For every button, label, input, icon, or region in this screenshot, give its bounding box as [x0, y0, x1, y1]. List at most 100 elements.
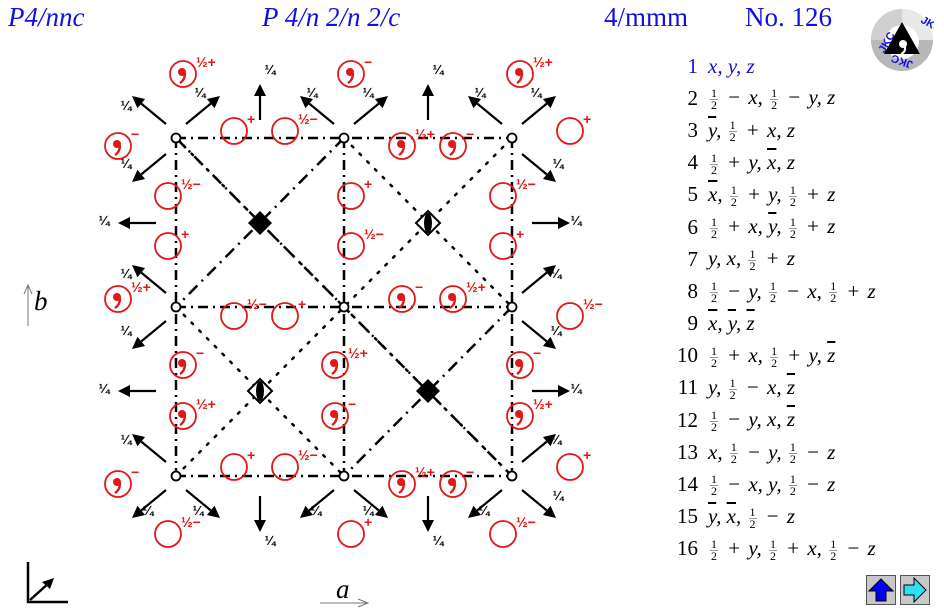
position-height-label: − — [348, 396, 356, 412]
position-height-label: + — [583, 111, 591, 127]
screw-arrow: ¼ — [121, 153, 167, 182]
jkc-logo-icon[interactable]: JKC JKC JKC — [870, 8, 934, 72]
height-label: ¼ — [121, 432, 133, 447]
position-height-label: ½− — [181, 514, 201, 530]
screw-arrow: ¼ — [521, 488, 565, 518]
operation-number: 1 — [687, 53, 699, 78]
operation-number: 14 — [677, 472, 698, 497]
position-height-label: ½− — [298, 111, 318, 127]
axis-a-label: a — [336, 574, 350, 604]
screw-arrow: ¼ — [521, 153, 565, 182]
fourfold-axis-filled-icon — [416, 379, 440, 403]
general-position-marker: + — [556, 111, 591, 145]
inversion-center-icon — [338, 301, 350, 313]
screw-arrow: ¼ — [121, 432, 167, 463]
hermann-mauguin-short-symbol: P4/nnc — [8, 2, 85, 33]
position-height-label: + — [298, 296, 306, 312]
fourfold-axes — [246, 209, 442, 405]
height-label: ¼ — [571, 213, 583, 228]
general-position-marker: − — [439, 464, 474, 498]
screw-arrow: ¼ — [521, 432, 563, 463]
axis-b-label: b — [34, 286, 48, 316]
height-label: ¼ — [121, 156, 133, 171]
position-height-label: ½− — [298, 447, 318, 463]
fourfold-axis-filled-icon — [248, 211, 272, 235]
position-height-label: ½+ — [533, 396, 553, 412]
operation-number: 13 — [677, 439, 698, 464]
inversion-center-icon — [506, 470, 518, 482]
fourfold-rotoinversion-icon — [246, 377, 274, 405]
lattice-letter: P — [8, 2, 25, 32]
navigation-buttons — [866, 575, 930, 605]
position-height-label: − — [131, 464, 139, 480]
position-height-label: + — [583, 447, 591, 463]
next-button[interactable] — [900, 575, 930, 605]
inversion-center-icon — [170, 132, 182, 144]
general-position-marker: − — [439, 126, 474, 160]
operation-coordinates: x, y, z — [708, 53, 755, 78]
position-height-label: − — [364, 54, 372, 70]
screw-arrow: ¼ — [121, 96, 167, 125]
screw-arrow: ¼ — [99, 213, 156, 229]
position-height-label: − — [466, 464, 474, 480]
general-position-marker: + — [556, 447, 591, 481]
fourfold-rotoinversion-icon — [414, 209, 442, 237]
general-position-marker: ½+ — [388, 126, 435, 160]
height-label: ¼ — [121, 323, 133, 338]
general-position-marker: ½+ — [169, 396, 216, 430]
general-position-marker: − — [104, 126, 139, 160]
axis-b-arrow-icon — [23, 283, 33, 326]
position-height-label: ½+ — [533, 54, 553, 70]
axis-a-arrow-icon — [320, 598, 370, 608]
inversion-center-icon — [506, 301, 518, 313]
inversion-center-icon — [170, 301, 182, 313]
position-height-label: − — [131, 126, 139, 142]
screw-arrow: ¼ — [132, 489, 167, 518]
general-position-marker: ½− — [154, 176, 201, 210]
up-arrow-icon — [868, 578, 894, 602]
position-height-label: − — [533, 345, 541, 361]
general-positions: ½+−½++½−½+−−+½−++½−½−+½+½−+−½+½−−½+½+−−½… — [104, 54, 603, 548]
up-button[interactable] — [866, 575, 896, 605]
general-position-marker: − — [169, 345, 204, 379]
height-label: ¼ — [143, 503, 155, 518]
general-position-marker: ½− — [556, 296, 603, 330]
general-position-marker: ½+ — [169, 54, 216, 88]
operation-number: 7 — [687, 246, 699, 271]
position-height-label: + — [181, 226, 189, 242]
operation-coordinates: x, y, z — [708, 311, 755, 336]
position-height-label: ½+ — [415, 464, 435, 480]
general-position-marker: + — [154, 226, 189, 260]
operation-number: 3 — [687, 117, 699, 142]
operation-number: 12 — [677, 407, 698, 432]
height-label: ¼ — [311, 503, 323, 518]
height-label: ¼ — [307, 85, 319, 100]
height-label: ¼ — [551, 266, 563, 281]
screw-arrow: ¼ — [532, 213, 583, 229]
position-height-label: ½− — [516, 176, 536, 192]
general-position-marker: ½+ — [104, 279, 151, 313]
position-height-label: ½− — [364, 226, 384, 242]
short-symbol-rest: 4/nnc — [24, 2, 85, 32]
operation-number: 10 — [677, 343, 698, 368]
height-label: ¼ — [475, 85, 487, 100]
general-position-marker: − — [337, 54, 372, 88]
operation-number: 16 — [677, 536, 698, 561]
position-height-label: ½+ — [131, 279, 151, 295]
general-position-marker: − — [321, 396, 356, 430]
screw-arrow: ¼ — [532, 381, 583, 397]
height-label: ¼ — [551, 323, 563, 338]
general-position-marker: ½+ — [439, 279, 486, 313]
